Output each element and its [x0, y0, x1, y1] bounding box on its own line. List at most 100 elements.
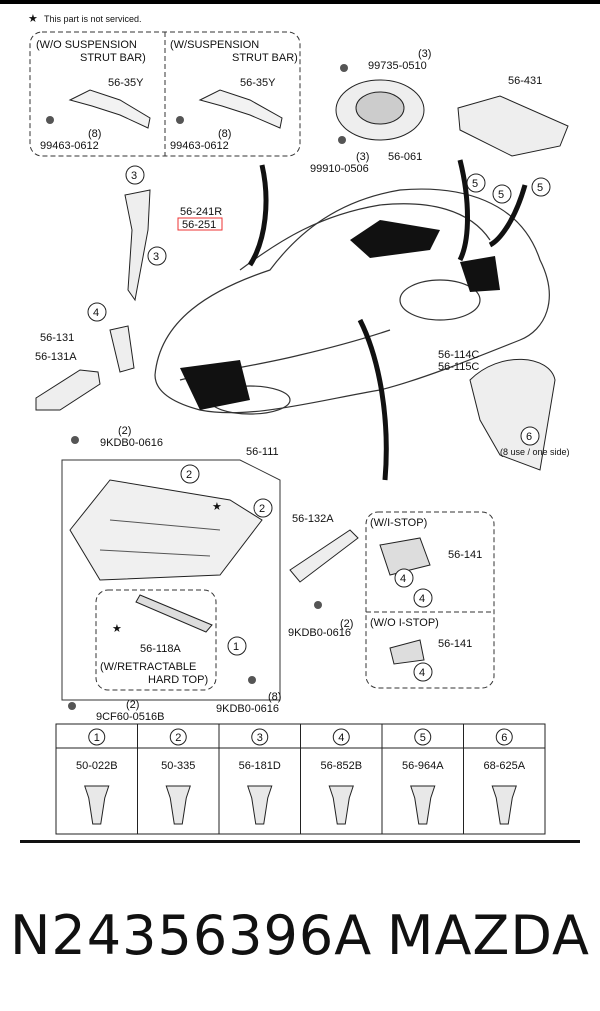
- fastener-clip-icon: [84, 785, 110, 825]
- undercover-part: 56-111: [246, 446, 279, 458]
- variant-left-bolt-qty: (8): [88, 128, 101, 140]
- brand-name: MAZDA: [386, 903, 590, 967]
- bolt-icon: [46, 116, 54, 124]
- variant-left-part: 56-35Y: [108, 77, 144, 89]
- svg-text:4: 4: [419, 593, 425, 605]
- table-callout-number: 6: [501, 732, 507, 744]
- strip-part-a: 56-241R: [180, 206, 222, 218]
- table-callout-circle: [169, 728, 187, 746]
- undercover-sub-part: 56-118A: [140, 643, 181, 655]
- table-part-number: 56-181D: [239, 760, 281, 772]
- dark-part: [460, 256, 500, 292]
- not-serviced-note: This part is not serviced.: [44, 14, 142, 24]
- variant-left-title-2: STRUT BAR): [80, 52, 146, 64]
- svg-text:3: 3: [131, 170, 137, 182]
- highlight-box: [177, 217, 223, 231]
- speaker-part: 56-061: [388, 151, 422, 163]
- speaker-bottom-part: 99910-0506: [310, 163, 369, 175]
- divider: [20, 840, 580, 843]
- bolt-right-qty: (8): [268, 691, 281, 703]
- svg-text:5: 5: [498, 189, 504, 201]
- istop-box: (W/I-STOP) 56-141 4 4 (W/O I-STOP) 56-14…: [365, 511, 495, 689]
- bolt-icon: [314, 601, 322, 609]
- table-part-number: 56-964A: [402, 760, 444, 772]
- wheel-liner: 56-114C 56-115C 6 (8 use / one side): [438, 349, 570, 471]
- panel-56-431: 56-431 5 5 5: [457, 75, 569, 204]
- fastener-clip-icon: [491, 785, 517, 825]
- svg-text:★: ★: [212, 501, 222, 513]
- liner-part-a: 56-114C: [438, 349, 479, 361]
- istop-with-part: 56-141: [448, 549, 482, 561]
- speaker-top-qty: (3): [418, 48, 431, 60]
- table-part-number: 50-335: [161, 760, 195, 772]
- variant-left-title-1: (W/O SUSPENSION: [36, 39, 137, 51]
- star-icon: ★: [28, 13, 38, 25]
- side-cover-bolt: 9KDB0-0616: [288, 627, 351, 639]
- panel-431-part: 56-431: [508, 75, 542, 87]
- fastener-clip-icon: [247, 785, 273, 825]
- table-callout-number: 1: [94, 732, 100, 744]
- svg-text:2: 2: [259, 503, 265, 515]
- istop-with-title: (W/I-STOP): [370, 517, 427, 529]
- table-callout-number: 4: [338, 732, 344, 744]
- svg-text:5: 5: [537, 182, 543, 194]
- istop-without-part: 56-141: [438, 638, 472, 650]
- footer: N24356396A MAZDA: [10, 900, 590, 970]
- table-part-number: 68-625A: [483, 760, 525, 772]
- svg-text:★: ★: [112, 623, 122, 635]
- table-part-number: 50-022B: [76, 760, 118, 772]
- fender-strip: 3 56-241R 56-251 3: [124, 165, 223, 302]
- strip-part-b: 56-251: [182, 219, 216, 231]
- dark-part: [350, 220, 440, 258]
- fastener-table: 150-022B250-335356-181D456-852B556-964A6…: [55, 723, 546, 835]
- bolt-icon: [248, 676, 256, 684]
- bracket-bolt: 9KDB0-0616: [100, 437, 163, 449]
- table-callout-circle: [414, 728, 432, 746]
- undercover-sub-title-1: (W/RETRACTABLE: [100, 661, 196, 673]
- table-callout-circle: [332, 728, 350, 746]
- variant-right-part: 56-35Y: [240, 77, 276, 89]
- svg-text:4: 4: [419, 667, 425, 679]
- table-callout-number: 5: [420, 732, 426, 744]
- screw-icon: [338, 136, 346, 144]
- fastener-clip-icon: [410, 785, 436, 825]
- bolt-icon: [176, 116, 184, 124]
- table-part-number: 56-852B: [320, 760, 362, 772]
- bolt-left-qty: (2): [126, 699, 139, 711]
- bolt-icon: [71, 436, 79, 444]
- svg-text:3: 3: [153, 251, 159, 263]
- part-number: N24356396A: [10, 903, 373, 967]
- table-callout-circle: [251, 728, 269, 746]
- screw-icon: [340, 64, 348, 72]
- variant-right-bolt: 99463-0612: [170, 140, 229, 152]
- table-callout-circle: [495, 728, 513, 746]
- strut-bar-variants-box: (W/O SUSPENSION STRUT BAR) 56-35Y (8) 99…: [29, 31, 301, 157]
- fastener-clip-icon: [328, 785, 354, 825]
- svg-text:2: 2: [186, 469, 192, 481]
- top-border: [0, 0, 600, 4]
- side-cover-part: 56-132A: [292, 513, 334, 525]
- istop-without-title: (W/O I-STOP): [370, 617, 439, 629]
- bolt-right: 9KDB0-0616: [216, 703, 279, 715]
- bracket-part-b: 56-131A: [35, 351, 77, 363]
- bolt-icon: [68, 702, 76, 710]
- table-callout-number: 3: [257, 732, 263, 744]
- dark-part: [180, 360, 250, 410]
- speaker-assembly: (3) 99735-0510 56-061 (3) 99910-0506: [310, 48, 431, 175]
- table-callout-circle: [88, 728, 106, 746]
- svg-text:4: 4: [400, 573, 406, 585]
- bracket-bolt-qty: (2): [118, 425, 131, 437]
- side-cover-bolt-qty: (2): [340, 618, 353, 630]
- liner-part-b: 56-115C: [438, 361, 479, 373]
- under-cover: 56-111 2 2 1 ★ ★ 56-118A (W/RETRACTABLE …: [61, 446, 281, 723]
- svg-text:4: 4: [93, 307, 99, 319]
- bracket-part-a: 56-131: [40, 332, 74, 344]
- speaker-bottom-qty: (3): [356, 151, 369, 163]
- liner-note: (8 use / one side): [500, 447, 570, 457]
- bracket-56-131: 4 56-131 56-131A (2) 9KDB0-0616: [35, 302, 163, 449]
- speaker-top-part: 99735-0510: [368, 60, 427, 72]
- variant-right-title-2: STRUT BAR): [232, 52, 298, 64]
- side-cover: 56-132A (2) 9KDB0-0616: [288, 513, 359, 639]
- svg-text:6: 6: [526, 431, 532, 443]
- undercover-sub-title-2: HARD TOP): [148, 674, 208, 686]
